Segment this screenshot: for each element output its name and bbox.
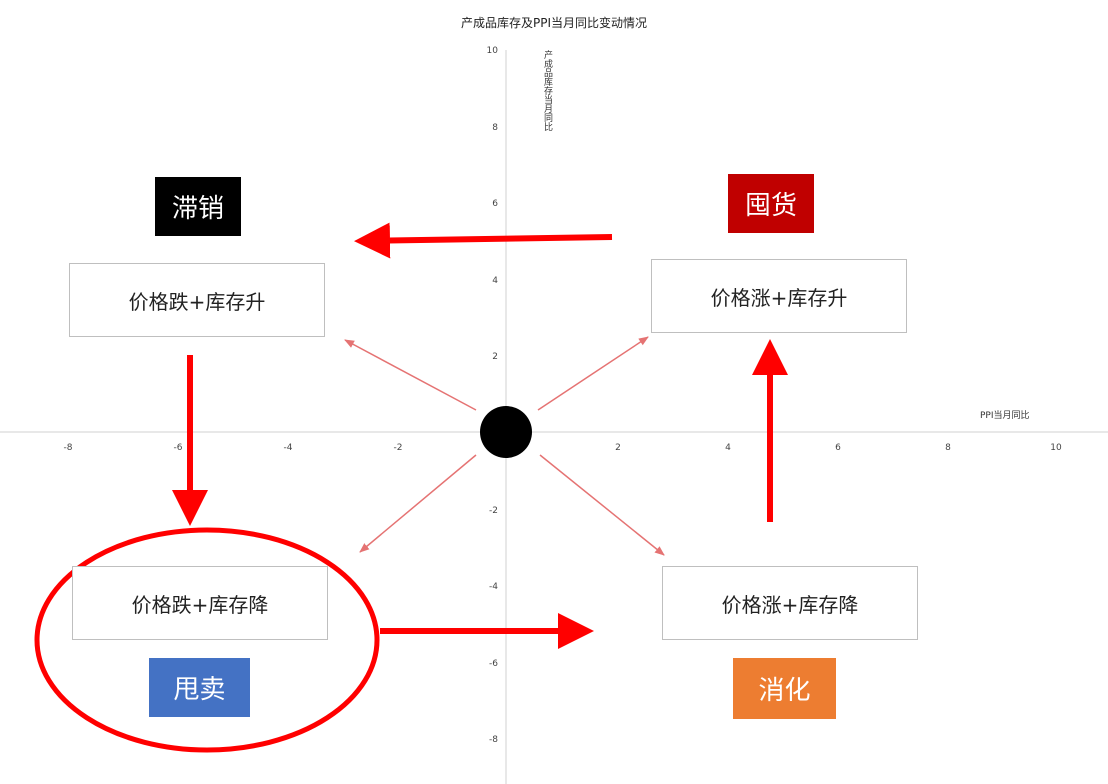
thin-arrow-to-bottom-left bbox=[359, 454, 477, 553]
tag-digestion: 消化 bbox=[733, 658, 836, 719]
y-tick-label: -8 bbox=[489, 735, 498, 745]
x-tick-label: -2 bbox=[393, 443, 403, 453]
y-tick-label: -2 bbox=[489, 506, 498, 516]
thin-arrow-to-top-left bbox=[344, 339, 477, 411]
x-tick-label: 8 bbox=[945, 443, 951, 453]
x-tick-label: -4 bbox=[283, 443, 293, 453]
y-tick-label: 10 bbox=[486, 46, 498, 56]
tag-clearance-sale: 甩卖 bbox=[149, 658, 250, 717]
x-axis-title: PPI当月同比 bbox=[980, 411, 1030, 421]
tag-hoarding: 囤货 bbox=[728, 174, 814, 233]
y-tick-label: 6 bbox=[492, 199, 498, 209]
arrow-topright-to-topleft bbox=[354, 222, 613, 259]
chart-title: 产成品库存及PPI当月同比变动情况 bbox=[460, 16, 647, 30]
center-dot bbox=[480, 406, 532, 458]
y-tick-label: 8 bbox=[492, 123, 498, 133]
thin-arrow-to-top-right bbox=[537, 336, 649, 411]
box-price-down-inventory-down: 价格跌+库存降 bbox=[72, 566, 328, 640]
box-price-down-inventory-up: 价格跌+库存升 bbox=[69, 263, 325, 337]
tag-stagnant-sales: 滞销 bbox=[155, 177, 241, 236]
highlight-ellipse bbox=[34, 527, 380, 753]
x-tick-label: 10 bbox=[1050, 443, 1062, 453]
box-price-up-inventory-down: 价格涨+库存降 bbox=[662, 566, 918, 640]
box-price-up-inventory-up: 价格涨+库存升 bbox=[651, 259, 907, 333]
x-tick-label: -8 bbox=[63, 443, 73, 453]
x-tick-label: 2 bbox=[615, 443, 621, 453]
y-tick-label: -4 bbox=[489, 582, 498, 592]
x-tick-label: -6 bbox=[173, 443, 183, 453]
x-tick-label: 4 bbox=[725, 443, 731, 453]
thin-arrow-to-bottom-right bbox=[539, 454, 665, 556]
y-tick-label: -6 bbox=[489, 659, 498, 669]
y-tick-label: 2 bbox=[492, 352, 498, 362]
y-axis-title: 产成品库存当月同比 bbox=[542, 50, 552, 131]
y-tick-label: 4 bbox=[492, 276, 498, 286]
x-tick-label: 6 bbox=[835, 443, 841, 453]
